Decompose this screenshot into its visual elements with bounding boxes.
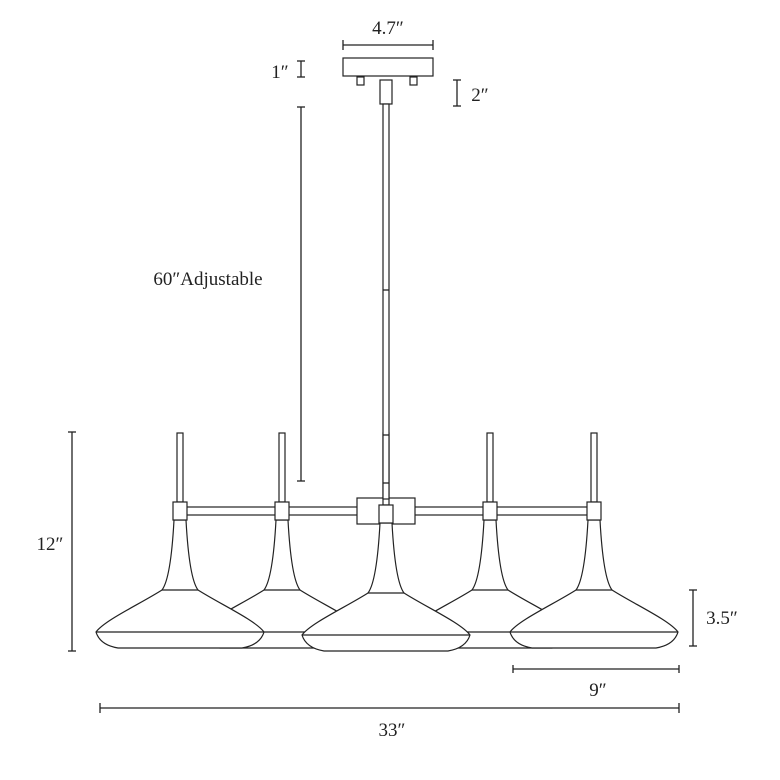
overall-width-label: 33″ <box>379 720 406 741</box>
canopy-width-label: 4.7″ <box>372 18 404 39</box>
swivel <box>379 79 393 105</box>
lamp-1 <box>95 432 265 649</box>
canopy <box>342 57 434 86</box>
shade-width-label: 9″ <box>589 680 606 701</box>
canopy-height-label: 1″ <box>271 62 288 83</box>
lamp-5 <box>509 432 679 649</box>
dimension-lines <box>68 40 697 713</box>
lamps-group <box>95 432 679 652</box>
swivel-height-label: 2″ <box>471 85 488 106</box>
adjustable-height-label: 60″Adjustable <box>153 269 262 290</box>
shade-height-label: 3.5″ <box>706 608 738 629</box>
down-rod <box>382 103 390 500</box>
fixture-height-label: 12″ <box>37 534 64 555</box>
